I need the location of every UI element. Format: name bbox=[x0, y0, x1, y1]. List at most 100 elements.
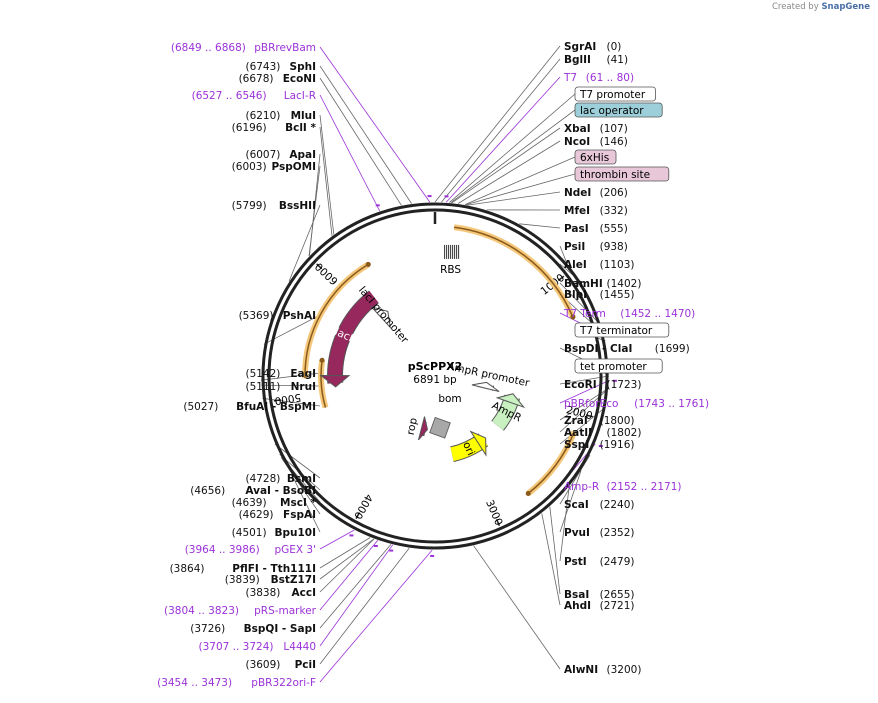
site-position: (6007) bbox=[245, 149, 280, 161]
site-name: NruI bbox=[291, 381, 316, 393]
enzyme-label-mlui: MluI(6210) bbox=[245, 110, 316, 122]
feature-rbs: RBS bbox=[440, 244, 461, 276]
site-name: SgrAI bbox=[564, 41, 596, 53]
site-position: (4501) bbox=[232, 527, 267, 539]
feature-box-6xhis: 6xHis bbox=[574, 149, 617, 165]
site-position: (3707 .. 3724) bbox=[199, 641, 274, 653]
site-name: BglII bbox=[564, 54, 591, 66]
site-name: FspAI bbox=[283, 509, 316, 521]
credit-line: Created by SnapGene bbox=[772, 2, 870, 12]
enzyme-label-pasi: PasI(555) bbox=[564, 223, 628, 235]
site-position: (3200) bbox=[607, 664, 642, 676]
feature-label-ori: ori bbox=[460, 440, 477, 457]
site-position: (6743) bbox=[245, 61, 280, 73]
feature-label-rbs: RBS bbox=[440, 264, 461, 276]
feature-box-t7-terminator: T7 terminator bbox=[574, 322, 670, 338]
credit-prefix: Created by bbox=[771, 2, 819, 12]
ring-tick-mark bbox=[495, 519, 501, 527]
site-name: Amp-R bbox=[564, 481, 599, 493]
site-name: AhdI bbox=[564, 600, 591, 612]
enzyme-label-zrai: ZraI(1800) bbox=[564, 415, 635, 427]
leader-line bbox=[559, 454, 591, 505]
site-name: BspQI - SapI bbox=[244, 623, 316, 635]
enzyme-label-econi: EcoNI(6678) bbox=[239, 73, 316, 85]
enzyme-label-psii: PsiI(938) bbox=[564, 241, 628, 253]
orf-end bbox=[319, 357, 325, 363]
enzyme-label-psti: PstI(2479) bbox=[564, 556, 635, 568]
primer-label-t7: T7(61 .. 80) bbox=[563, 72, 634, 84]
site-position: (938) bbox=[600, 241, 628, 253]
site-name: AlwNI bbox=[564, 664, 598, 676]
leader-line bbox=[445, 76, 561, 203]
enzyme-label-bpu10i: Bpu10I(4501) bbox=[232, 527, 316, 539]
primer-mark bbox=[444, 195, 449, 198]
feature-box-label: T7 promoter bbox=[579, 89, 646, 101]
ring-tick-label: 5000 bbox=[274, 391, 302, 407]
ring-tick-mark bbox=[585, 414, 594, 418]
primer-label-pgex-3: pGEX 3'(3964 .. 3986) bbox=[185, 544, 316, 556]
enzyme-label-bcli: BclI *(6196) bbox=[232, 122, 317, 134]
enzyme-label-msci: MscI *(4639) bbox=[232, 497, 317, 509]
site-name: BsaI bbox=[564, 589, 589, 601]
site-position: (146) bbox=[600, 136, 628, 148]
primer-mark bbox=[375, 204, 380, 207]
backbone-inner-circle bbox=[267, 208, 603, 544]
site-position: (3838) bbox=[245, 587, 280, 599]
site-name: L4440 bbox=[283, 641, 316, 653]
site-position: (41) bbox=[607, 54, 629, 66]
site-position: (1452 .. 1470) bbox=[620, 308, 695, 320]
orf-line bbox=[527, 431, 575, 495]
enzyme-label-bspdi-clai: BspDI - ClaI(1699) bbox=[564, 343, 690, 355]
site-position: (1800) bbox=[600, 415, 635, 427]
site-name: BamHI bbox=[564, 278, 603, 290]
site-position: (3964 .. 3986) bbox=[185, 544, 260, 556]
site-position: (555) bbox=[600, 223, 628, 235]
feature-arrowhead bbox=[471, 381, 500, 392]
leader-line bbox=[559, 245, 567, 263]
leader-line bbox=[319, 544, 392, 629]
leader-line bbox=[319, 537, 371, 569]
site-name: ApaI bbox=[289, 149, 316, 161]
site-position: (3454 .. 3473) bbox=[157, 677, 232, 689]
leader-line bbox=[450, 109, 576, 204]
enzyme-label-bsmi: BsmI(4728) bbox=[245, 473, 316, 485]
site-position: (3864) bbox=[170, 563, 205, 575]
enzyme-label-ndei: NdeI(206) bbox=[564, 187, 628, 199]
site-name: PshAI bbox=[283, 310, 316, 322]
feature-ori: ori bbox=[449, 430, 489, 463]
site-position: (6527 .. 6546) bbox=[192, 90, 267, 102]
feature-box-t7-promoter: T7 promoter bbox=[574, 86, 656, 102]
leader-line bbox=[559, 470, 582, 533]
feature-box-label: thrombin site bbox=[580, 169, 650, 181]
snapgene-logo: SnapGene bbox=[821, 2, 870, 12]
ring-tick-mark bbox=[355, 512, 361, 519]
site-name: pBRrevBam bbox=[254, 42, 316, 54]
feature-arrowhead bbox=[369, 305, 392, 329]
plasmid-name: pScPPX2 bbox=[408, 360, 463, 373]
site-name: MscI * bbox=[280, 497, 316, 509]
site-labels: SgrAI(0)BglII(41)T7(61 .. 80)T7 promoter… bbox=[157, 41, 709, 689]
leader-line bbox=[274, 443, 321, 479]
enzyme-label-scai: ScaI(2240) bbox=[564, 499, 635, 511]
leader-line bbox=[465, 173, 576, 206]
site-position: (5111) bbox=[245, 381, 280, 393]
enzyme-label-pvui: PvuI(2352) bbox=[564, 527, 635, 539]
site-name: MluI bbox=[291, 110, 316, 122]
orf-line bbox=[304, 263, 369, 379]
primer-label-amp-r: Amp-R(2152 .. 2171) bbox=[564, 481, 682, 493]
orf-end bbox=[365, 261, 371, 267]
enzyme-label-eagi: EagI(5142) bbox=[245, 368, 316, 380]
site-position: (6196) bbox=[232, 122, 267, 134]
site-name: PciI bbox=[295, 659, 316, 671]
site-position: (5027) bbox=[183, 401, 218, 413]
feature-label-bom: bom bbox=[438, 393, 461, 405]
primer-label-pbrforeco: pBRforEco(1743 .. 1761) bbox=[564, 398, 709, 410]
site-name: SphI bbox=[290, 61, 316, 73]
enzyme-label-alei: AleI(1103) bbox=[564, 259, 635, 271]
leader-line bbox=[319, 126, 333, 236]
enzyme-label-ecori: EcoRI(1723) bbox=[564, 379, 641, 391]
primer-mark bbox=[373, 544, 378, 547]
ring-tick-mark bbox=[273, 399, 281, 402]
site-name: MfeI bbox=[564, 205, 590, 217]
enzyme-label-pcii: PciI(3609) bbox=[245, 659, 316, 671]
